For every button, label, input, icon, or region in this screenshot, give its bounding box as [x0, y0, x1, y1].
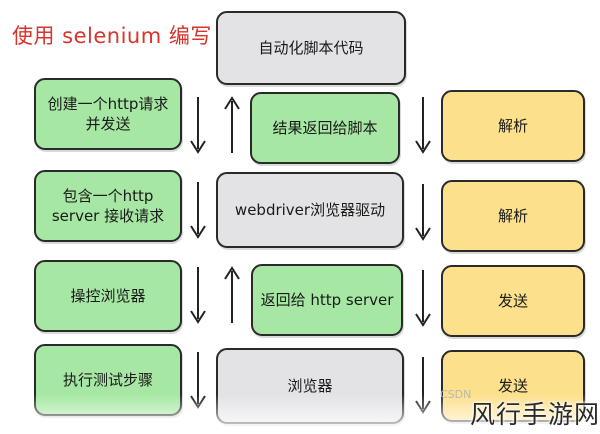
box-return-http-server: 返回给 http server [251, 264, 403, 336]
arrow-down-icon [413, 95, 433, 155]
box-http-server-receive: 包含一个http server 接收请求 [34, 170, 182, 242]
arrow-down-icon [188, 350, 208, 410]
arrow-down-icon [188, 265, 208, 325]
box-webdriver: webdriver浏览器驱动 [216, 172, 404, 248]
box-control-browser: 操控浏览器 [34, 260, 182, 332]
box-execute-steps: 执行测试步骤 [34, 344, 182, 416]
box-parse-2: 解析 [441, 180, 585, 252]
watermark-faint-text: CSDN [440, 388, 472, 401]
arrow-up-icon [222, 265, 242, 325]
arrow-up-icon [222, 95, 242, 155]
arrow-down-icon [413, 355, 433, 415]
box-parse-1: 解析 [441, 90, 585, 162]
box-send-1: 发送 [441, 265, 585, 337]
box-result-return: 结果返回给脚本 [250, 92, 400, 164]
watermark-brand: 风行手游网 [470, 400, 600, 429]
diagram-title: 使用 selenium 编写 [12, 24, 212, 48]
arrow-down-icon [188, 180, 208, 240]
arrow-down-icon [413, 268, 433, 328]
arrow-down-icon [413, 182, 433, 242]
box-send-http-request: 创建一个http请求 并发送 [34, 78, 182, 150]
arrow-down-icon [188, 95, 208, 155]
box-auto-script: 自动化脚本代码 [216, 11, 406, 85]
box-browser: 浏览器 [216, 348, 404, 424]
